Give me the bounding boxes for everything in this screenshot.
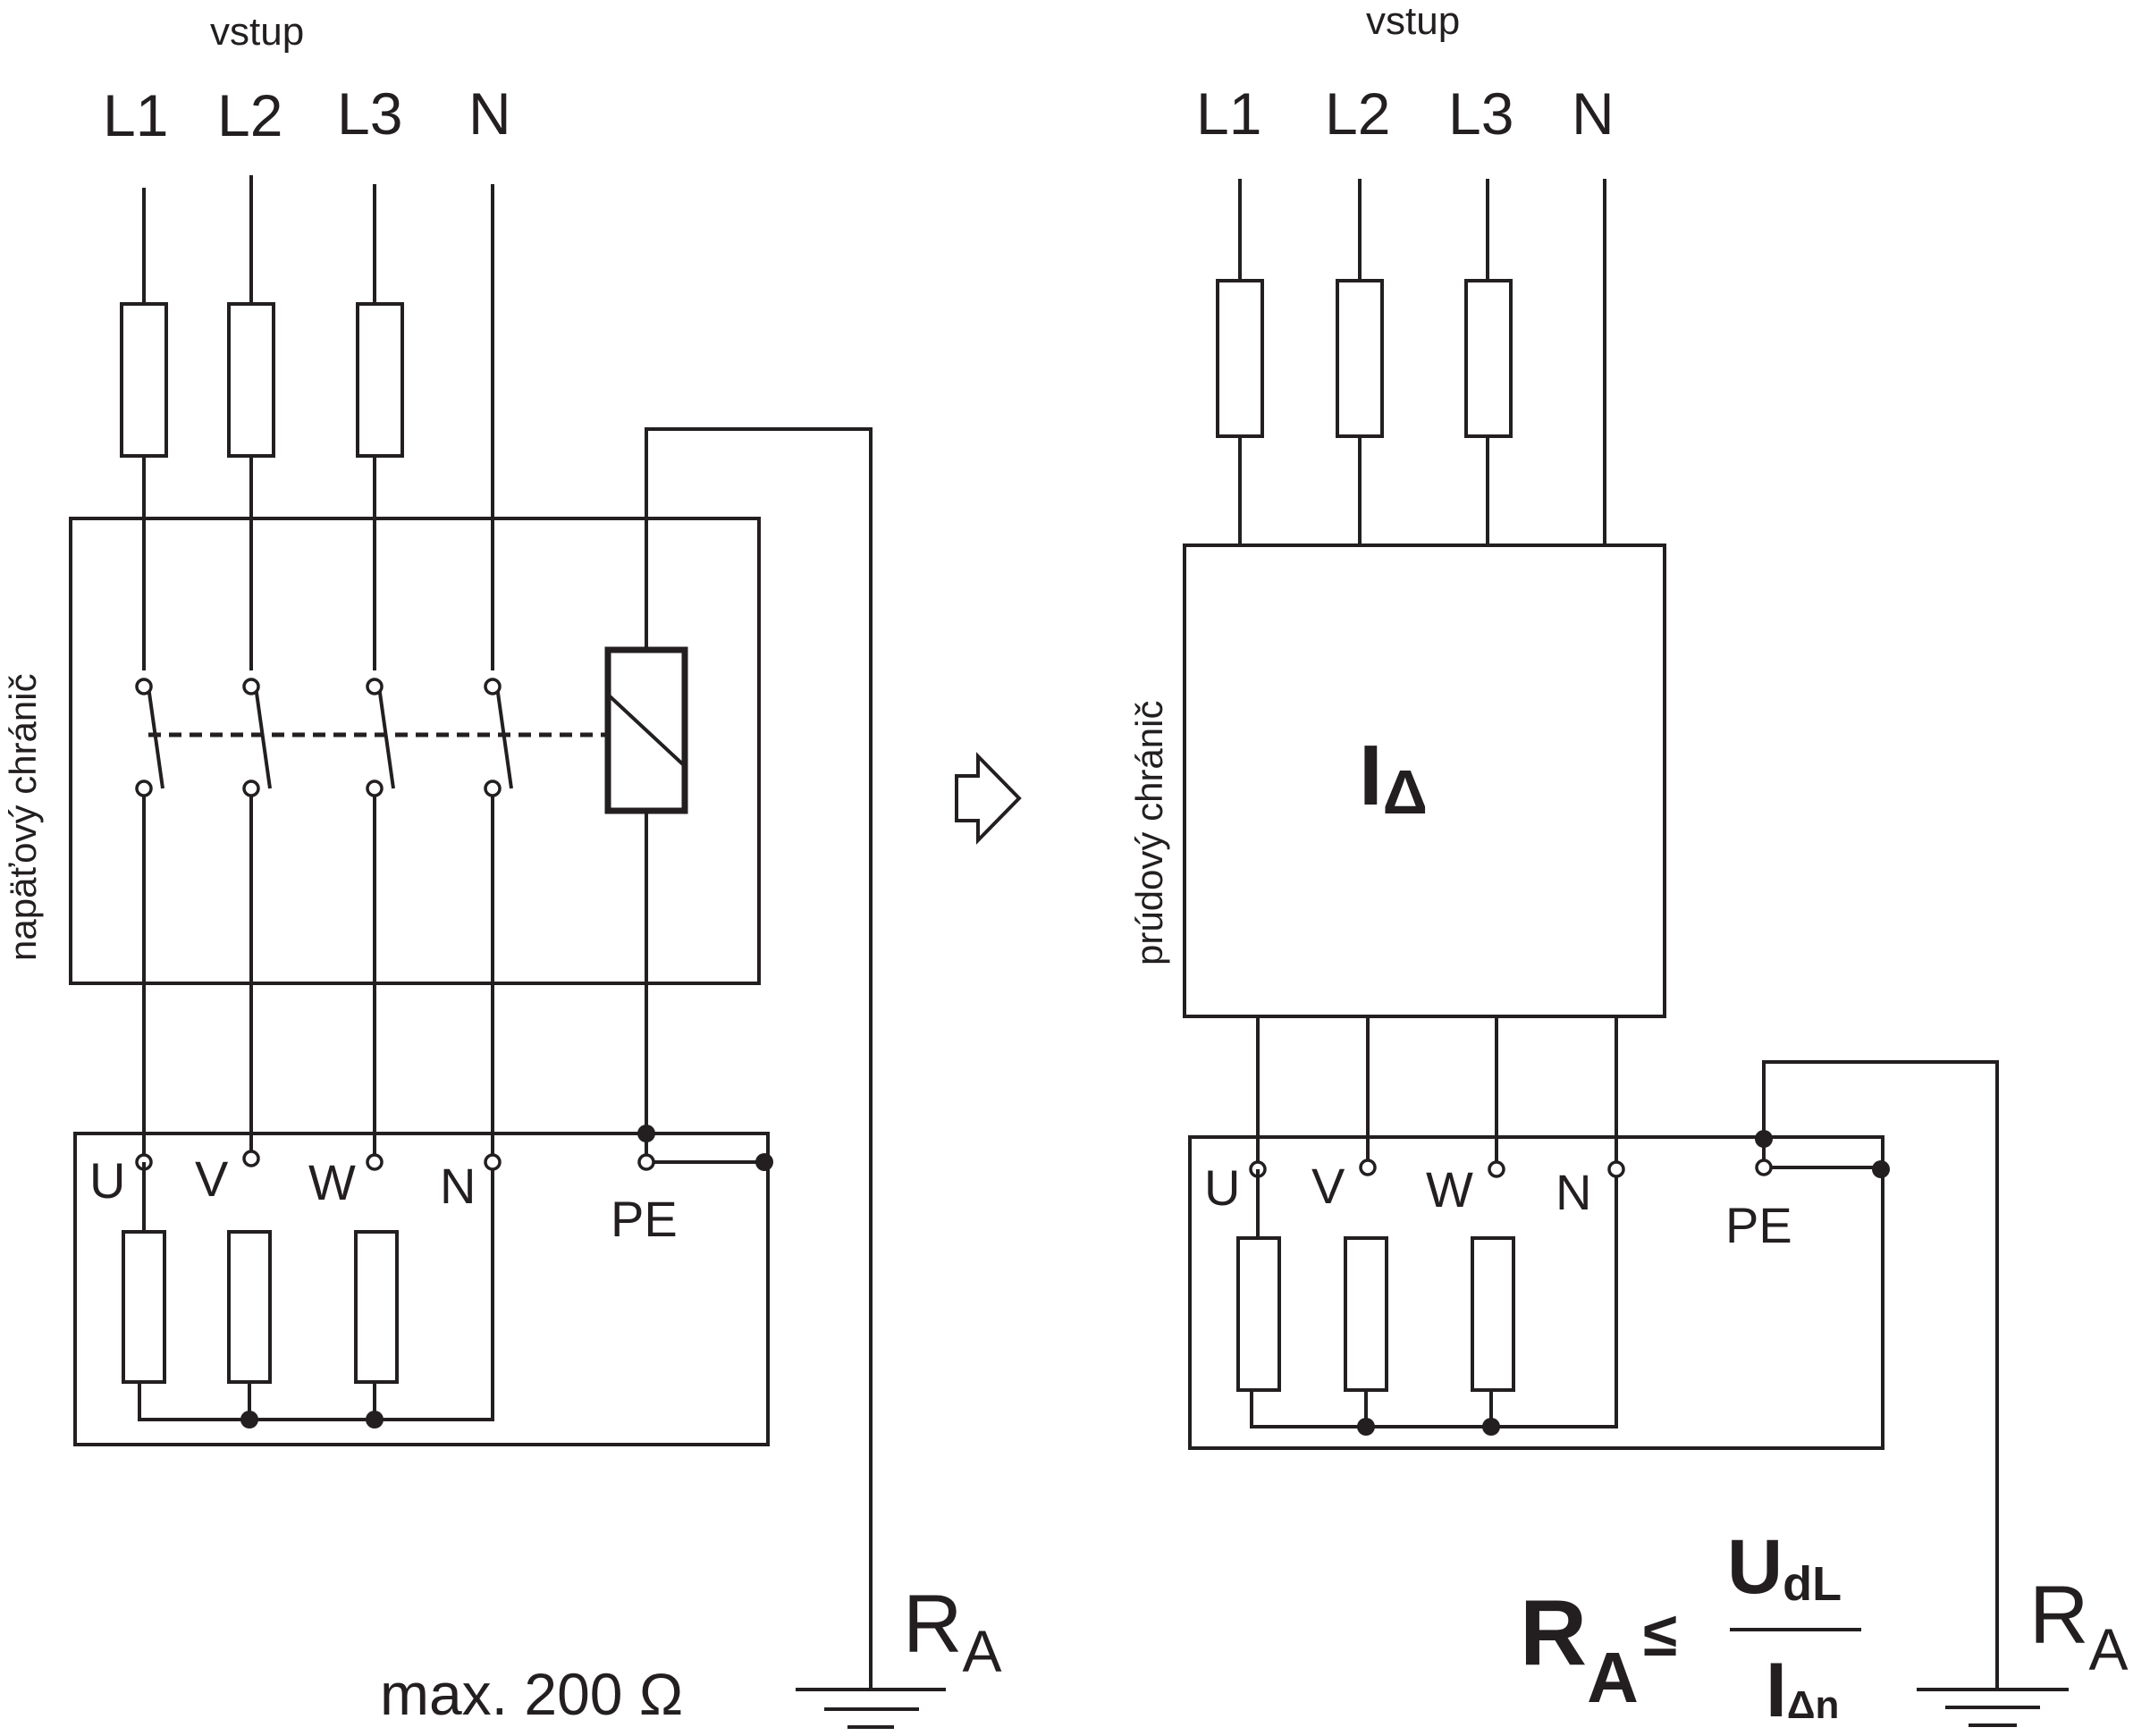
right-pe-node-right [1872, 1160, 1890, 1178]
left-trip-coil-diagonal [606, 693, 687, 768]
left-terminal-label-n: N [440, 1158, 476, 1214]
left-load-box [73, 1132, 770, 1446]
left-input-label: vstup [210, 10, 304, 54]
right-pe-terminal [1755, 1159, 1773, 1176]
left-protector-label: napäťový chránič [2, 673, 44, 961]
left-terminal-label-w: W [308, 1154, 356, 1210]
right-star-node-w [1482, 1418, 1500, 1436]
right-fuse-l2 [1336, 279, 1384, 438]
right-ground-icon [1917, 1688, 2069, 1727]
right-load-resistor-u [1236, 1236, 1281, 1392]
left-pe-label: PE [611, 1191, 678, 1247]
left-phase-label-l2: L2 [217, 82, 282, 148]
left-load-resistor-w [354, 1230, 399, 1384]
left-pe-terminal [637, 1153, 655, 1171]
left-terminal-v [242, 1150, 260, 1167]
left-load-resistor-v [227, 1230, 272, 1384]
right-star-connection [1250, 1390, 1616, 1428]
left-star-connection [138, 1382, 493, 1421]
left-terminal-n [484, 1153, 502, 1171]
right-load-resistor-v [1344, 1236, 1388, 1392]
right-terminal-w [1488, 1160, 1505, 1178]
left-earth-label: RA [903, 1579, 1001, 1684]
right-terminal-v [1359, 1159, 1377, 1176]
left-pe-node-right [755, 1153, 773, 1171]
right-fuse-l1 [1216, 279, 1264, 438]
left-load-resistor-u [122, 1230, 166, 1384]
right-phase-label-l3: L3 [1448, 80, 1513, 147]
formula-denominator: IΔn [1766, 1648, 1839, 1733]
left-fuse-l2 [227, 302, 275, 458]
right-protector-box [1183, 544, 1666, 1018]
formula-lhs: RA [1520, 1581, 1639, 1717]
transition-arrow-icon [955, 752, 1022, 845]
right-terminal-label-w: W [1426, 1161, 1473, 1218]
left-pe-wire [645, 427, 873, 1690]
right-phase-label-n: N [1572, 80, 1615, 147]
left-phase-label-l3: L3 [337, 80, 402, 147]
right-star-node-v [1357, 1418, 1375, 1436]
right-phase-label-l1: L1 [1196, 80, 1261, 147]
right-terminal-n [1607, 1160, 1625, 1178]
right-pe-wire [1762, 1060, 1999, 1690]
right-circuit: vstup L1 L2 L3 N prúdový chránič IΔ U [1128, 0, 2128, 1733]
left-terminal-w [366, 1153, 384, 1171]
right-terminal-label-u: U [1204, 1159, 1240, 1216]
right-device-symbol: IΔ [1359, 728, 1428, 827]
right-pe-node-top [1755, 1130, 1773, 1148]
right-phase-label-l2: L2 [1325, 80, 1390, 147]
left-phase-label-n: N [468, 80, 511, 147]
left-star-node-v [240, 1411, 258, 1428]
right-fuse-l3 [1464, 279, 1513, 438]
left-fuse-l1 [120, 302, 168, 458]
formula-numerator: UdL [1727, 1524, 1842, 1611]
left-star-node-w [366, 1411, 384, 1428]
left-terminal-label-u: U [89, 1152, 125, 1209]
right-load-box [1188, 1135, 1884, 1450]
right-load-resistor-w [1471, 1236, 1515, 1392]
left-resistance-note: max. 200 Ω [380, 1661, 683, 1727]
left-circuit: vstup L1 L2 L3 N napäťový chránič [2, 10, 1001, 1729]
left-phase-label-l1: L1 [103, 82, 168, 148]
right-protector-label: prúdový chránič [1128, 701, 1170, 965]
left-ground-icon [796, 1688, 946, 1729]
right-input-label: vstup [1366, 0, 1460, 43]
left-protector-box [69, 517, 761, 985]
right-pe-label: PE [1725, 1197, 1792, 1253]
left-fuse-l3 [356, 302, 404, 458]
right-formula: RA ≤ UdL IΔn [1520, 1524, 1861, 1733]
right-earth-label: RA [2029, 1570, 2128, 1682]
left-terminal-label-v: V [195, 1150, 229, 1207]
formula-relation: ≤ [1643, 1599, 1677, 1669]
right-terminal-label-n: N [1556, 1164, 1591, 1220]
right-terminal-label-v: V [1311, 1158, 1345, 1214]
left-pe-node-top [637, 1125, 655, 1142]
